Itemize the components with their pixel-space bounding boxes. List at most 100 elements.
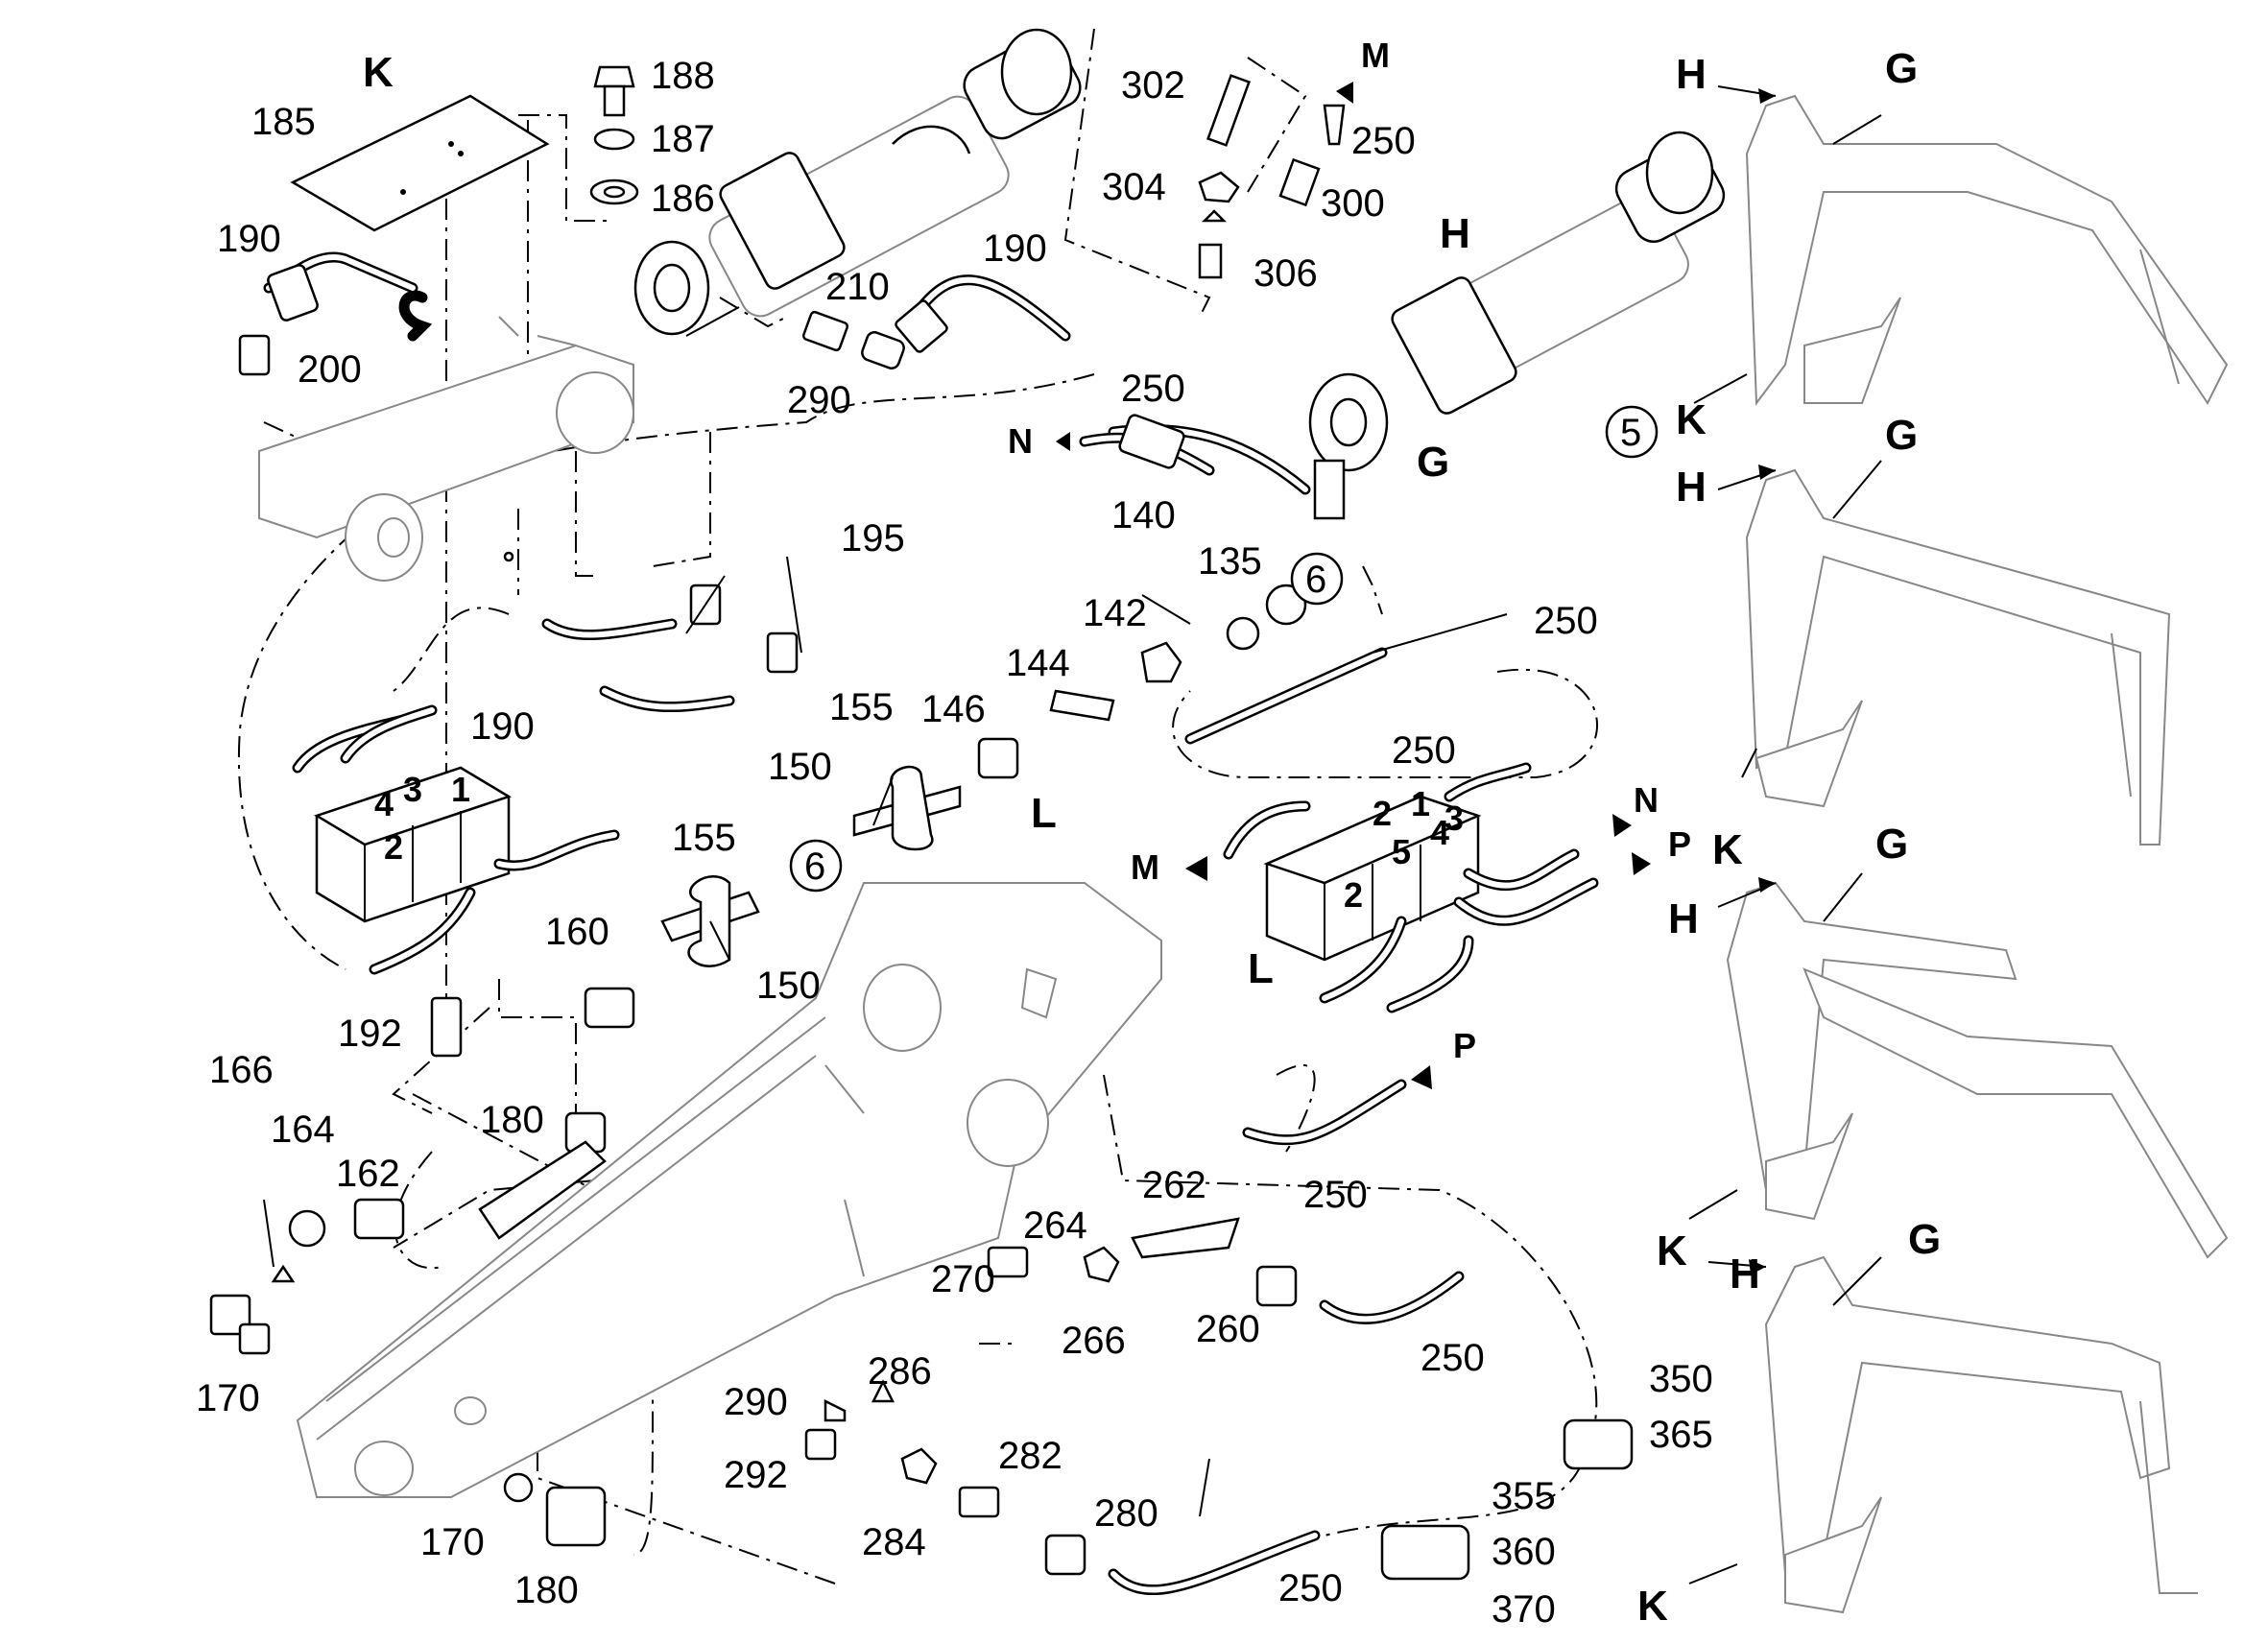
letter-label: H: [1440, 210, 1470, 257]
part-number: 210: [825, 266, 890, 308]
port-label: 4: [1430, 813, 1449, 852]
part-number: 266: [1062, 1320, 1126, 1362]
part-number: 282: [998, 1435, 1062, 1477]
port-label: 2: [1373, 794, 1392, 833]
part-number: 290: [724, 1381, 788, 1423]
letter-label: H: [1676, 464, 1707, 511]
part-number: 250: [1534, 600, 1598, 642]
boom-inset-1: [1745, 94, 2229, 406]
letter-label: H: [1676, 51, 1707, 98]
part-number: 284: [862, 1521, 926, 1563]
part-number: 195: [841, 517, 905, 560]
part-number: 135: [1198, 540, 1262, 583]
part-number: 365: [1649, 1414, 1713, 1456]
fittings: [209, 65, 1634, 1581]
part-number: 146: [921, 688, 986, 730]
circle-marker-6: [789, 839, 843, 893]
part-number: 170: [196, 1377, 260, 1419]
hydraulic-cylinder-middle: [1308, 131, 1726, 472]
part-number: 190: [470, 705, 535, 748]
part-number: 250: [1121, 368, 1185, 410]
circle-marker-5: [1605, 405, 1659, 459]
boom-inset-3: [1726, 881, 2229, 1259]
letter-label: N: [1634, 780, 1659, 820]
letter-label: H: [1730, 1251, 1760, 1298]
letter-label: K: [1637, 1583, 1668, 1630]
part-number: 162: [336, 1153, 400, 1195]
part-number: 150: [768, 746, 832, 788]
part-number: 144: [1006, 642, 1070, 684]
letter-label: G: [1908, 1216, 1941, 1263]
hydraulic-cylinder-upper: [633, 28, 1082, 337]
boom-arm-upper: [258, 316, 634, 582]
part-number: 142: [1083, 592, 1147, 634]
part-number: 250: [1351, 120, 1416, 162]
inset-labels: H G K H G K H G K H G K: [1637, 45, 1941, 1630]
part-number: 292: [724, 1454, 788, 1496]
part-number: 155: [829, 686, 894, 728]
port-label: 2: [384, 827, 403, 867]
part-number: 280: [1094, 1492, 1158, 1535]
port-label: 3: [403, 770, 422, 809]
port-label: 3: [1444, 798, 1464, 838]
letter-label: K: [363, 49, 394, 96]
letter-label: L: [1031, 790, 1057, 837]
letter-label: L: [1248, 945, 1274, 992]
hoses: [263, 251, 1599, 1596]
part-number: 192: [338, 1013, 402, 1055]
part-number: 140: [1111, 494, 1176, 536]
circle-number: 6: [1305, 559, 1326, 601]
part-number: 355: [1492, 1475, 1556, 1517]
arrow-icon: [1758, 88, 1776, 104]
part-number: 155: [672, 817, 736, 859]
port-label: 5: [1392, 832, 1411, 871]
part-number: 160: [545, 911, 609, 953]
port-label: 4: [374, 784, 394, 823]
part-number: 185: [251, 101, 316, 143]
part-number: 164: [271, 1108, 335, 1151]
arrow-icon: [1612, 814, 1632, 837]
part-number: 264: [1023, 1204, 1087, 1247]
letter-label: G: [1875, 821, 1908, 868]
flow-arrows: [1056, 82, 1776, 1275]
port-label: 2: [1344, 875, 1363, 915]
valve-block-right: 2 1 5 4 3 2: [1263, 784, 1482, 962]
circle-marker-6: [1290, 552, 1344, 606]
letter-label: M: [1131, 847, 1159, 887]
part-number: 187: [651, 118, 715, 160]
part-number: 370: [1492, 1588, 1556, 1631]
arrow-icon: [1336, 82, 1353, 104]
part-number: 190: [217, 218, 281, 260]
part-number: 250: [1392, 729, 1456, 772]
part-number: 262: [1142, 1164, 1206, 1206]
letter-label: G: [1417, 439, 1449, 486]
part-number: 286: [868, 1350, 932, 1393]
letter-label: G: [1885, 412, 1918, 459]
part-number: 170: [420, 1521, 485, 1563]
letter-label: P: [1453, 1026, 1476, 1065]
letter-label: M: [1361, 36, 1390, 75]
part-number: 300: [1321, 182, 1385, 225]
part-number: 166: [209, 1049, 274, 1091]
port-label: 1: [451, 770, 470, 809]
part-number: 306: [1253, 252, 1318, 295]
part-number: 200: [298, 348, 362, 391]
arrow-icon: [1056, 432, 1070, 451]
part-number: 302: [1121, 64, 1185, 107]
part-number: 180: [514, 1569, 579, 1611]
letter-label: K: [1676, 396, 1707, 443]
part-number: 150: [756, 965, 821, 1007]
boom-inset-4: [1764, 1255, 2198, 1614]
part-number: 350: [1649, 1358, 1713, 1400]
cover-plate: [290, 94, 550, 232]
part-number: 250: [1278, 1567, 1343, 1609]
letter-label: P: [1668, 824, 1691, 864]
letter-label: N: [1008, 421, 1033, 461]
part-number: 188: [651, 55, 715, 97]
part-number: 260: [1196, 1308, 1260, 1350]
part-number: 270: [931, 1258, 995, 1300]
arrow-icon: [1632, 852, 1651, 875]
boom-inset-2: [1745, 468, 2171, 846]
arrow-icon: [1749, 1259, 1766, 1275]
letter-label: G: [1885, 45, 1918, 92]
